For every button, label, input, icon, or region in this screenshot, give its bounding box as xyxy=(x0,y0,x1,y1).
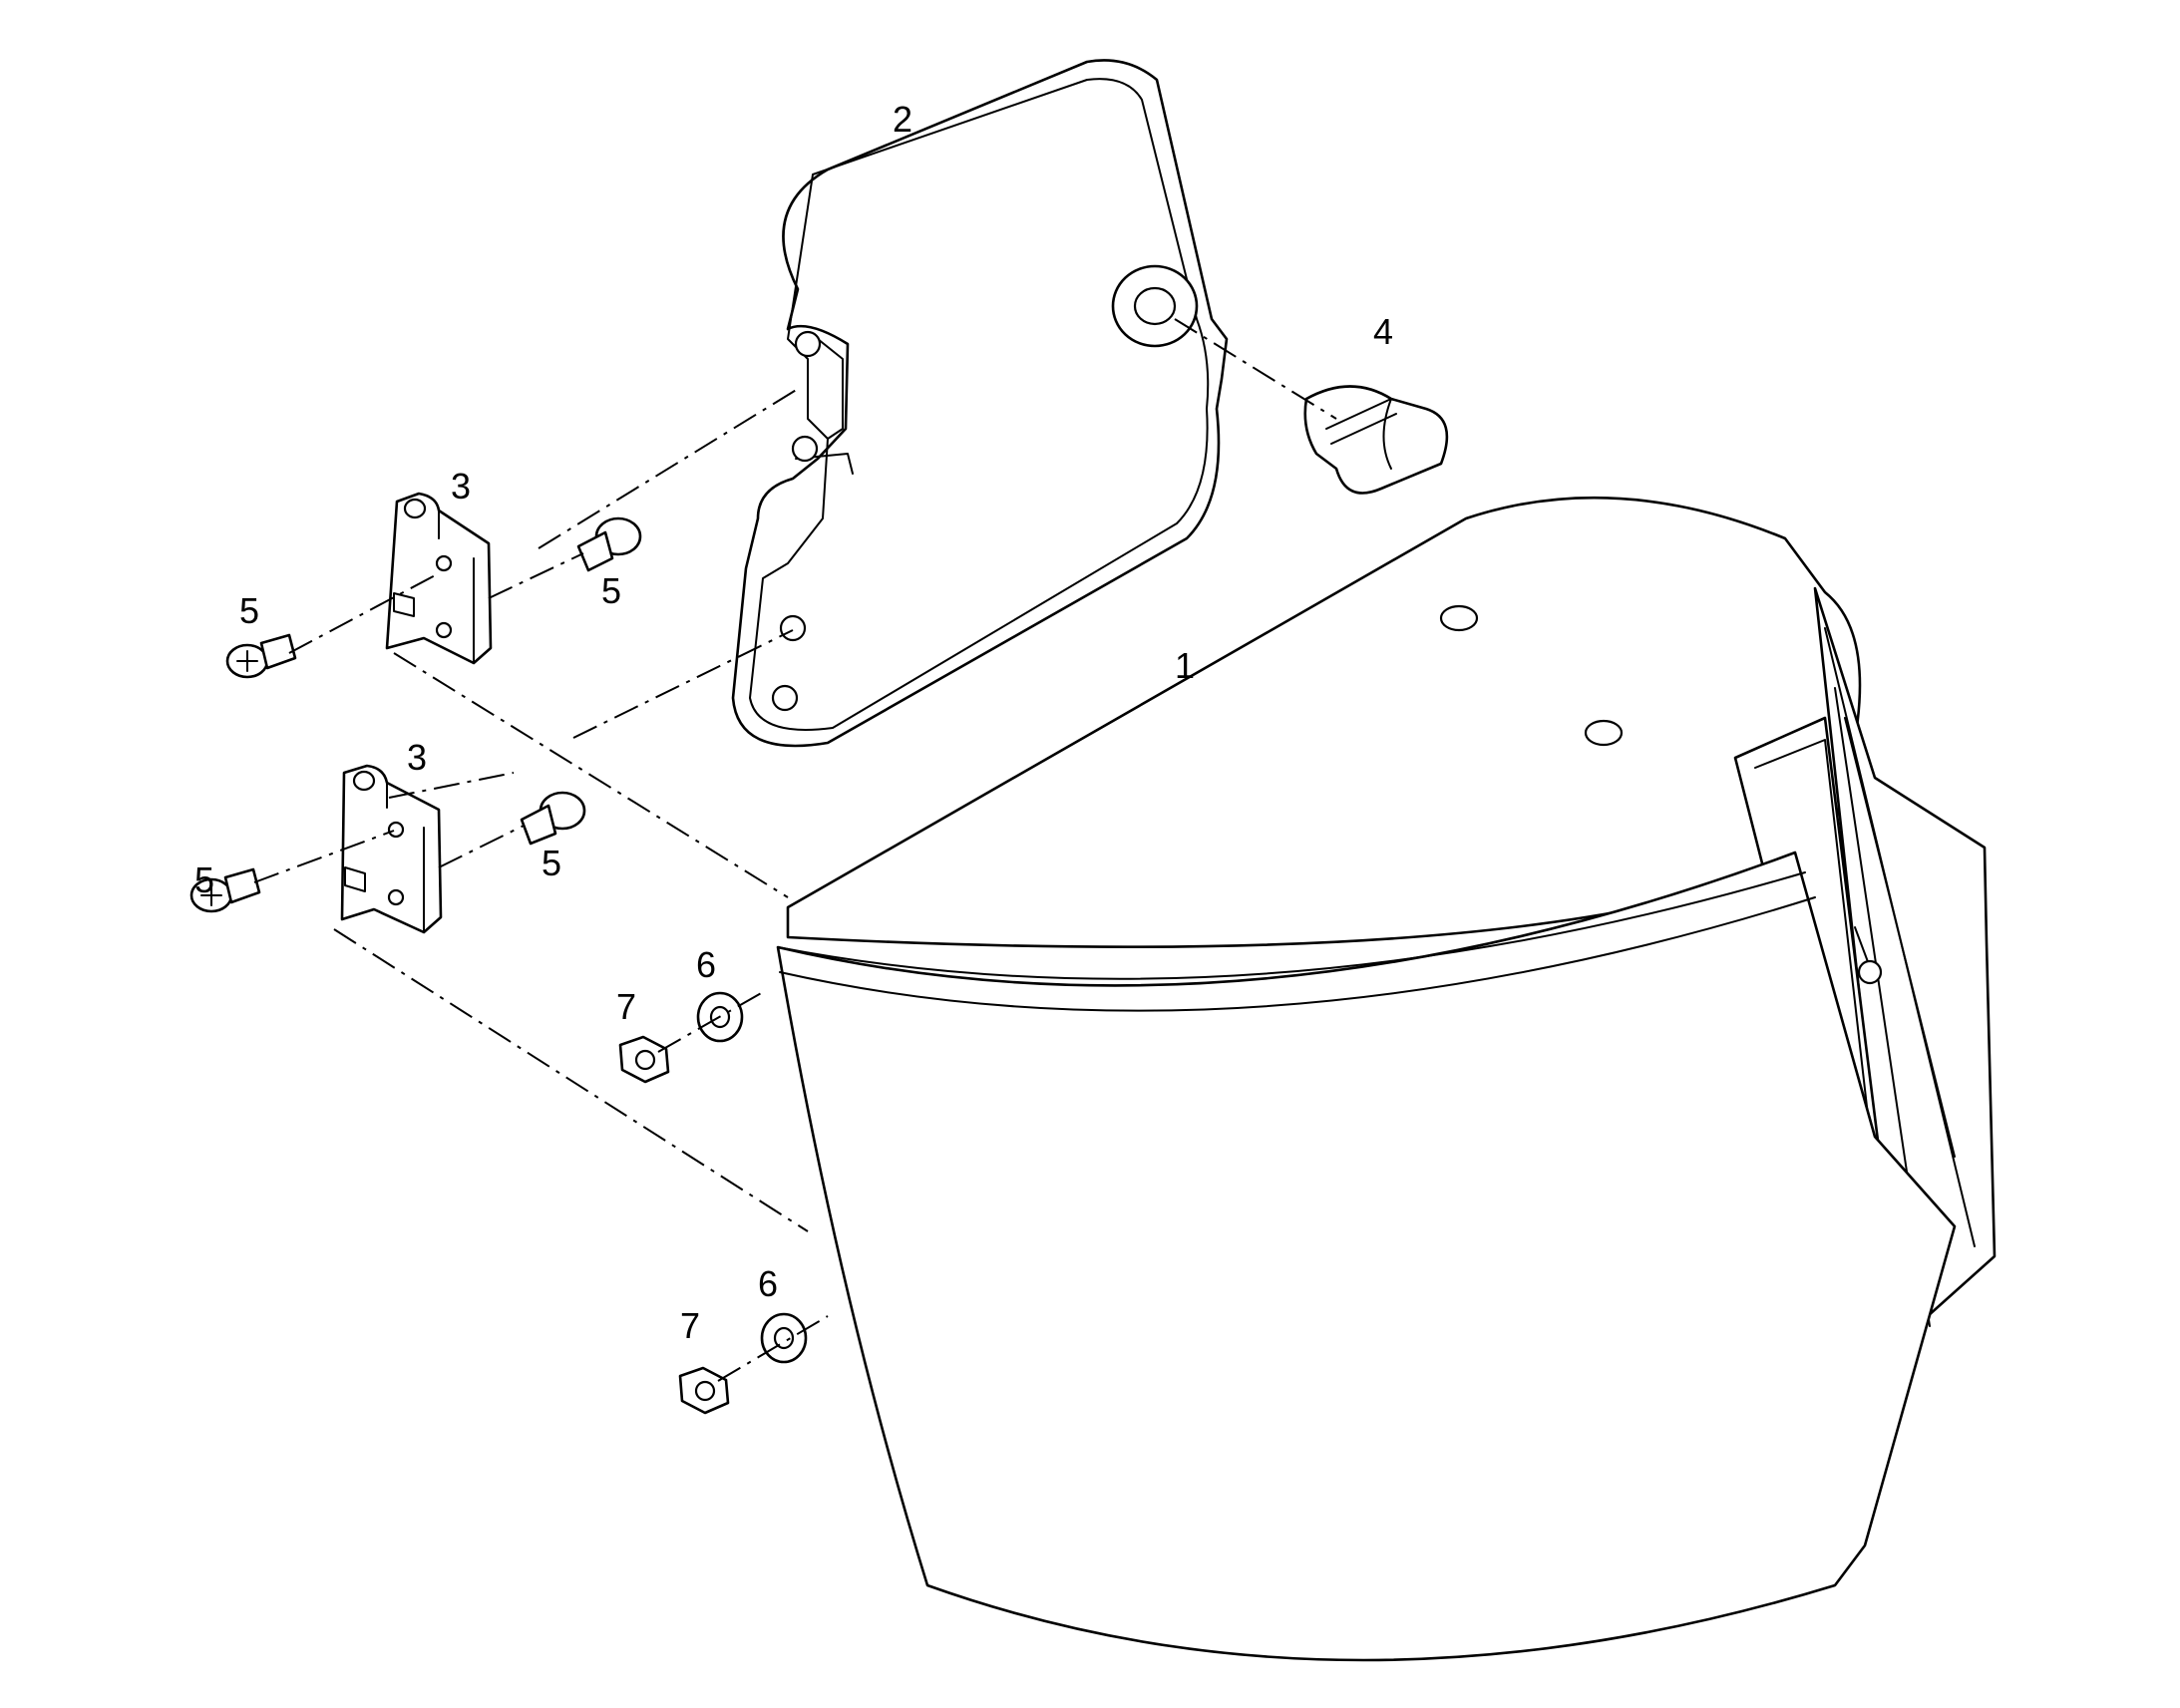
door-panel-part-2 xyxy=(731,59,1229,748)
callout-5-upper-left: 5 xyxy=(239,590,259,631)
housing-part-1 xyxy=(776,496,1997,1662)
screw-part-5-c xyxy=(520,791,586,846)
callout-4: 4 xyxy=(1373,311,1393,352)
hinge-lower-part-3 xyxy=(340,764,443,934)
callout-labels: 1 2 3 3 4 5 5 5 5 6 6 7 7 xyxy=(194,99,1393,1346)
callout-7-upper: 7 xyxy=(616,986,636,1027)
callout-5-upper-right: 5 xyxy=(601,570,621,611)
nut-part-7-a xyxy=(618,1035,670,1084)
callout-1: 1 xyxy=(1175,645,1195,686)
callout-2: 2 xyxy=(893,99,912,140)
screw-part-5-b xyxy=(576,516,642,572)
screw-part-5-d xyxy=(189,867,261,913)
callout-7-lower: 7 xyxy=(680,1305,700,1346)
callout-6-lower: 6 xyxy=(758,1263,778,1304)
nut-part-7-b xyxy=(678,1366,730,1415)
callout-3-upper: 3 xyxy=(451,466,471,507)
screw-part-5-a xyxy=(225,633,297,679)
callout-6-upper: 6 xyxy=(696,944,716,985)
assembly-leader-lines xyxy=(253,318,1337,1382)
callout-5-lower-right: 5 xyxy=(542,843,561,883)
lock-part-4 xyxy=(1303,385,1449,495)
hinge-upper-part-3 xyxy=(385,492,493,665)
callout-5-lower-left: 5 xyxy=(194,859,214,900)
callout-3-lower: 3 xyxy=(407,737,427,778)
washer-part-6-b xyxy=(760,1312,808,1364)
